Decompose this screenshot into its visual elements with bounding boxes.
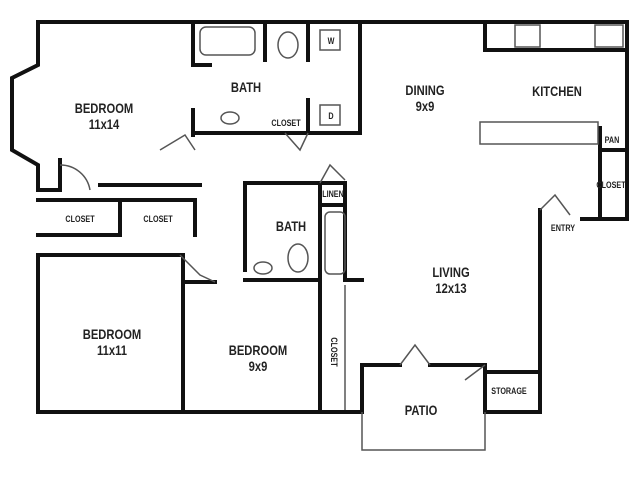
room-size: 12x13 [435, 280, 467, 296]
closet-left-2: CLOSET [143, 213, 173, 224]
linen-closet: LINEN [322, 188, 344, 199]
washer: W [327, 35, 335, 46]
entry: ENTRY [550, 222, 576, 233]
pantry: PAN [604, 134, 620, 145]
room-name: DINING [405, 81, 445, 98]
room-name: BEDROOM [228, 341, 288, 358]
closet-entry: CLOSET [596, 179, 626, 190]
room-name: BEDROOM [74, 99, 134, 116]
closet-bath-1: CLOSET [271, 117, 301, 128]
room-bath-1: BATH [230, 78, 262, 95]
room-size: 9x9 [415, 98, 435, 114]
storage: STORAGE [491, 385, 527, 396]
room-bath-2: BATH [275, 217, 307, 234]
dryer: D [328, 110, 334, 121]
closet-bedroom-3: CLOSET [329, 337, 340, 367]
closet-left-1: CLOSET [65, 213, 95, 224]
patio: PATIO [404, 401, 438, 418]
room-size: 11x14 [88, 116, 120, 132]
room-name: LIVING [432, 263, 470, 280]
room-kitchen: KITCHEN [532, 82, 582, 99]
room-size: 11x11 [97, 342, 127, 358]
room-name: BEDROOM [82, 325, 142, 342]
room-size: 9x9 [248, 358, 268, 374]
